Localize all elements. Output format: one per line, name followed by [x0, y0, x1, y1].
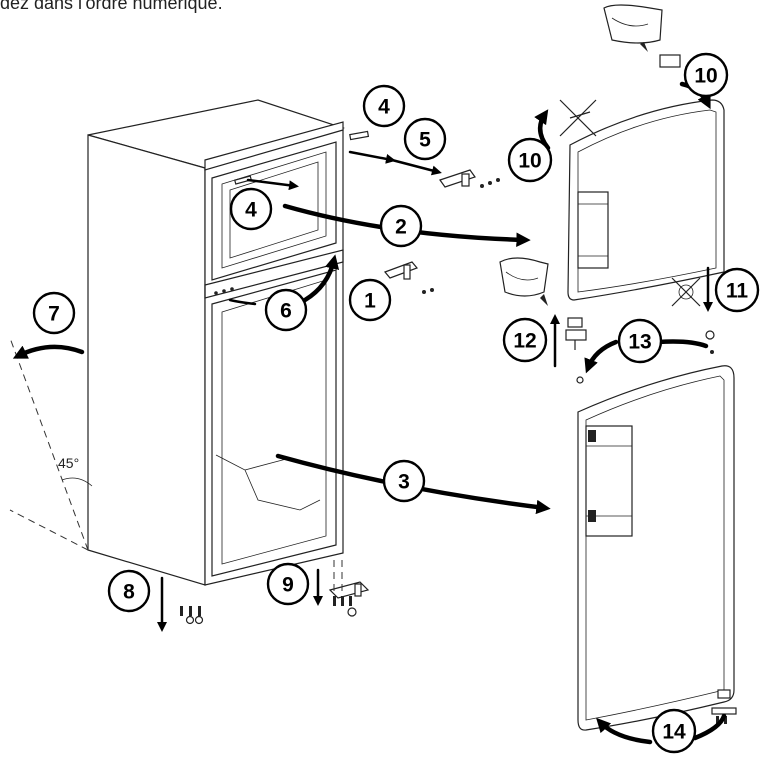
step-3-callout: 3	[382, 459, 426, 503]
svg-text:10: 10	[518, 150, 541, 173]
step-10-callout: 10	[683, 52, 729, 98]
svg-text:4: 4	[378, 96, 390, 119]
freezer-door	[567, 99, 725, 301]
step-2-callout: 2	[379, 204, 423, 248]
parts-bag-icon	[499, 257, 549, 306]
svg-text:9: 9	[282, 574, 294, 597]
svg-text:3: 3	[398, 471, 410, 494]
no-symbol-icon	[559, 99, 597, 137]
step-4-callout: 4	[229, 187, 273, 231]
svg-text:12: 12	[513, 330, 536, 353]
step-4-callout: 4	[362, 84, 406, 128]
angle-label: 45°	[58, 455, 79, 471]
screws-right	[333, 560, 352, 606]
svg-text:7: 7	[48, 303, 60, 326]
screws-left	[180, 606, 204, 625]
svg-text:11: 11	[726, 280, 749, 303]
no-symbol-icon	[671, 277, 701, 307]
parts-bag-icon	[603, 4, 681, 68]
fridge-cabinet	[87, 99, 370, 586]
step-8-callout: 8	[107, 569, 151, 613]
tilt-angle-guide: 45°	[9, 337, 93, 551]
svg-text:8: 8	[123, 581, 135, 604]
step-11-callout: 11	[714, 267, 760, 313]
svg-text:13: 13	[628, 331, 651, 354]
step-7-callout: 7	[32, 291, 76, 335]
middle-hinge	[383, 261, 434, 294]
svg-text:2: 2	[395, 216, 407, 239]
svg-text:6: 6	[280, 300, 292, 323]
svg-text:10: 10	[694, 65, 717, 88]
instruction-text: dez dans l'ordre numérique.	[0, 0, 223, 13]
door-pin-parts	[565, 317, 715, 384]
step-6-callout: 6	[264, 288, 308, 332]
svg-text:4: 4	[245, 199, 257, 222]
bottom-hinge	[328, 581, 370, 617]
step-13-callout: 13	[617, 318, 663, 364]
step-10-callout: 10	[507, 137, 553, 183]
svg-text:5: 5	[419, 129, 431, 152]
step-14-callout: 14	[651, 708, 697, 754]
svg-text:14: 14	[662, 721, 686, 744]
svg-text:1: 1	[364, 290, 376, 313]
fridge-door	[577, 365, 735, 731]
top-hinge	[439, 169, 500, 188]
step-9-callout: 9	[266, 562, 310, 606]
step-12-callout: 12	[502, 317, 548, 363]
step-1-callout: 1	[348, 278, 392, 322]
step-5-callout: 5	[403, 117, 447, 161]
